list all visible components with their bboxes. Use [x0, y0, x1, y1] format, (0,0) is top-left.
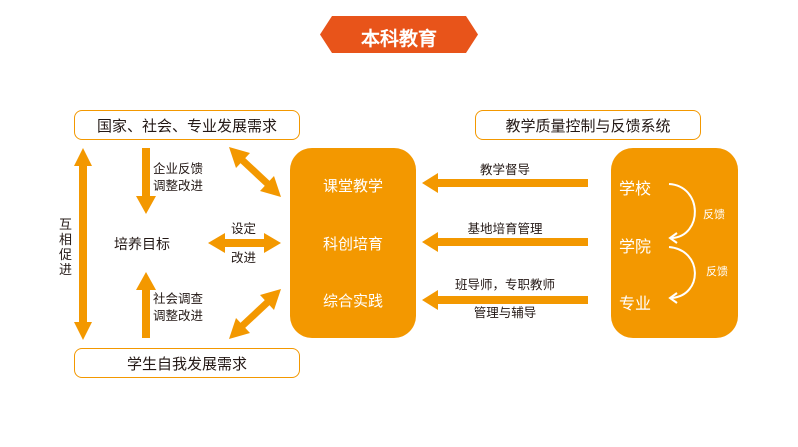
level-major: 专业	[619, 294, 652, 313]
up-arrow	[136, 272, 156, 338]
arrow-label-supervision: 教学督导	[479, 162, 530, 177]
arrow-label-mentors: 班导师，专职教师	[454, 277, 555, 292]
feedback-curve-icon	[668, 183, 696, 304]
diagonal-arrow-bottom	[229, 289, 281, 339]
improve-label: 改进	[231, 250, 257, 265]
student-demand-box: 学生自我发展需求	[74, 348, 300, 378]
mutual-promotion-label: 互相促进	[59, 218, 73, 278]
item-innovation: 科创培育	[322, 235, 383, 253]
down-arrow	[136, 148, 156, 214]
title-banner	[320, 16, 478, 53]
feedback-label-2: 反馈	[706, 265, 728, 278]
quality-system-header: 教学质量控制与反馈系统	[475, 110, 701, 140]
training-goal: 培养目标	[114, 237, 170, 253]
feedback-label-1: 反馈	[703, 208, 725, 221]
national-demand-box: 国家、社会、专业发展需求	[74, 110, 300, 140]
level-college: 学院	[619, 237, 652, 256]
up-label-1: 社会调查	[153, 291, 204, 306]
level-box	[611, 148, 738, 338]
teaching-box	[290, 148, 416, 338]
arrow-label-guidance: 管理与辅导	[473, 305, 537, 320]
quality-arrows	[422, 173, 588, 310]
item-classroom: 课堂教学	[322, 177, 383, 195]
down-label-2: 调整改进	[153, 178, 204, 193]
set-label: 设定	[231, 221, 257, 236]
diagonal-arrow-top	[229, 147, 281, 197]
set-improve-arrow	[208, 233, 281, 253]
down-label-1: 企业反馈	[153, 161, 204, 176]
page-title: 本科教育	[360, 28, 437, 50]
arrow-label-base: 基地培育管理	[467, 221, 543, 236]
item-practice: 综合实践	[322, 292, 383, 310]
level-school: 学校	[619, 179, 652, 198]
up-label-2: 调整改进	[153, 308, 204, 323]
mutual-promotion-arrow	[74, 148, 92, 340]
